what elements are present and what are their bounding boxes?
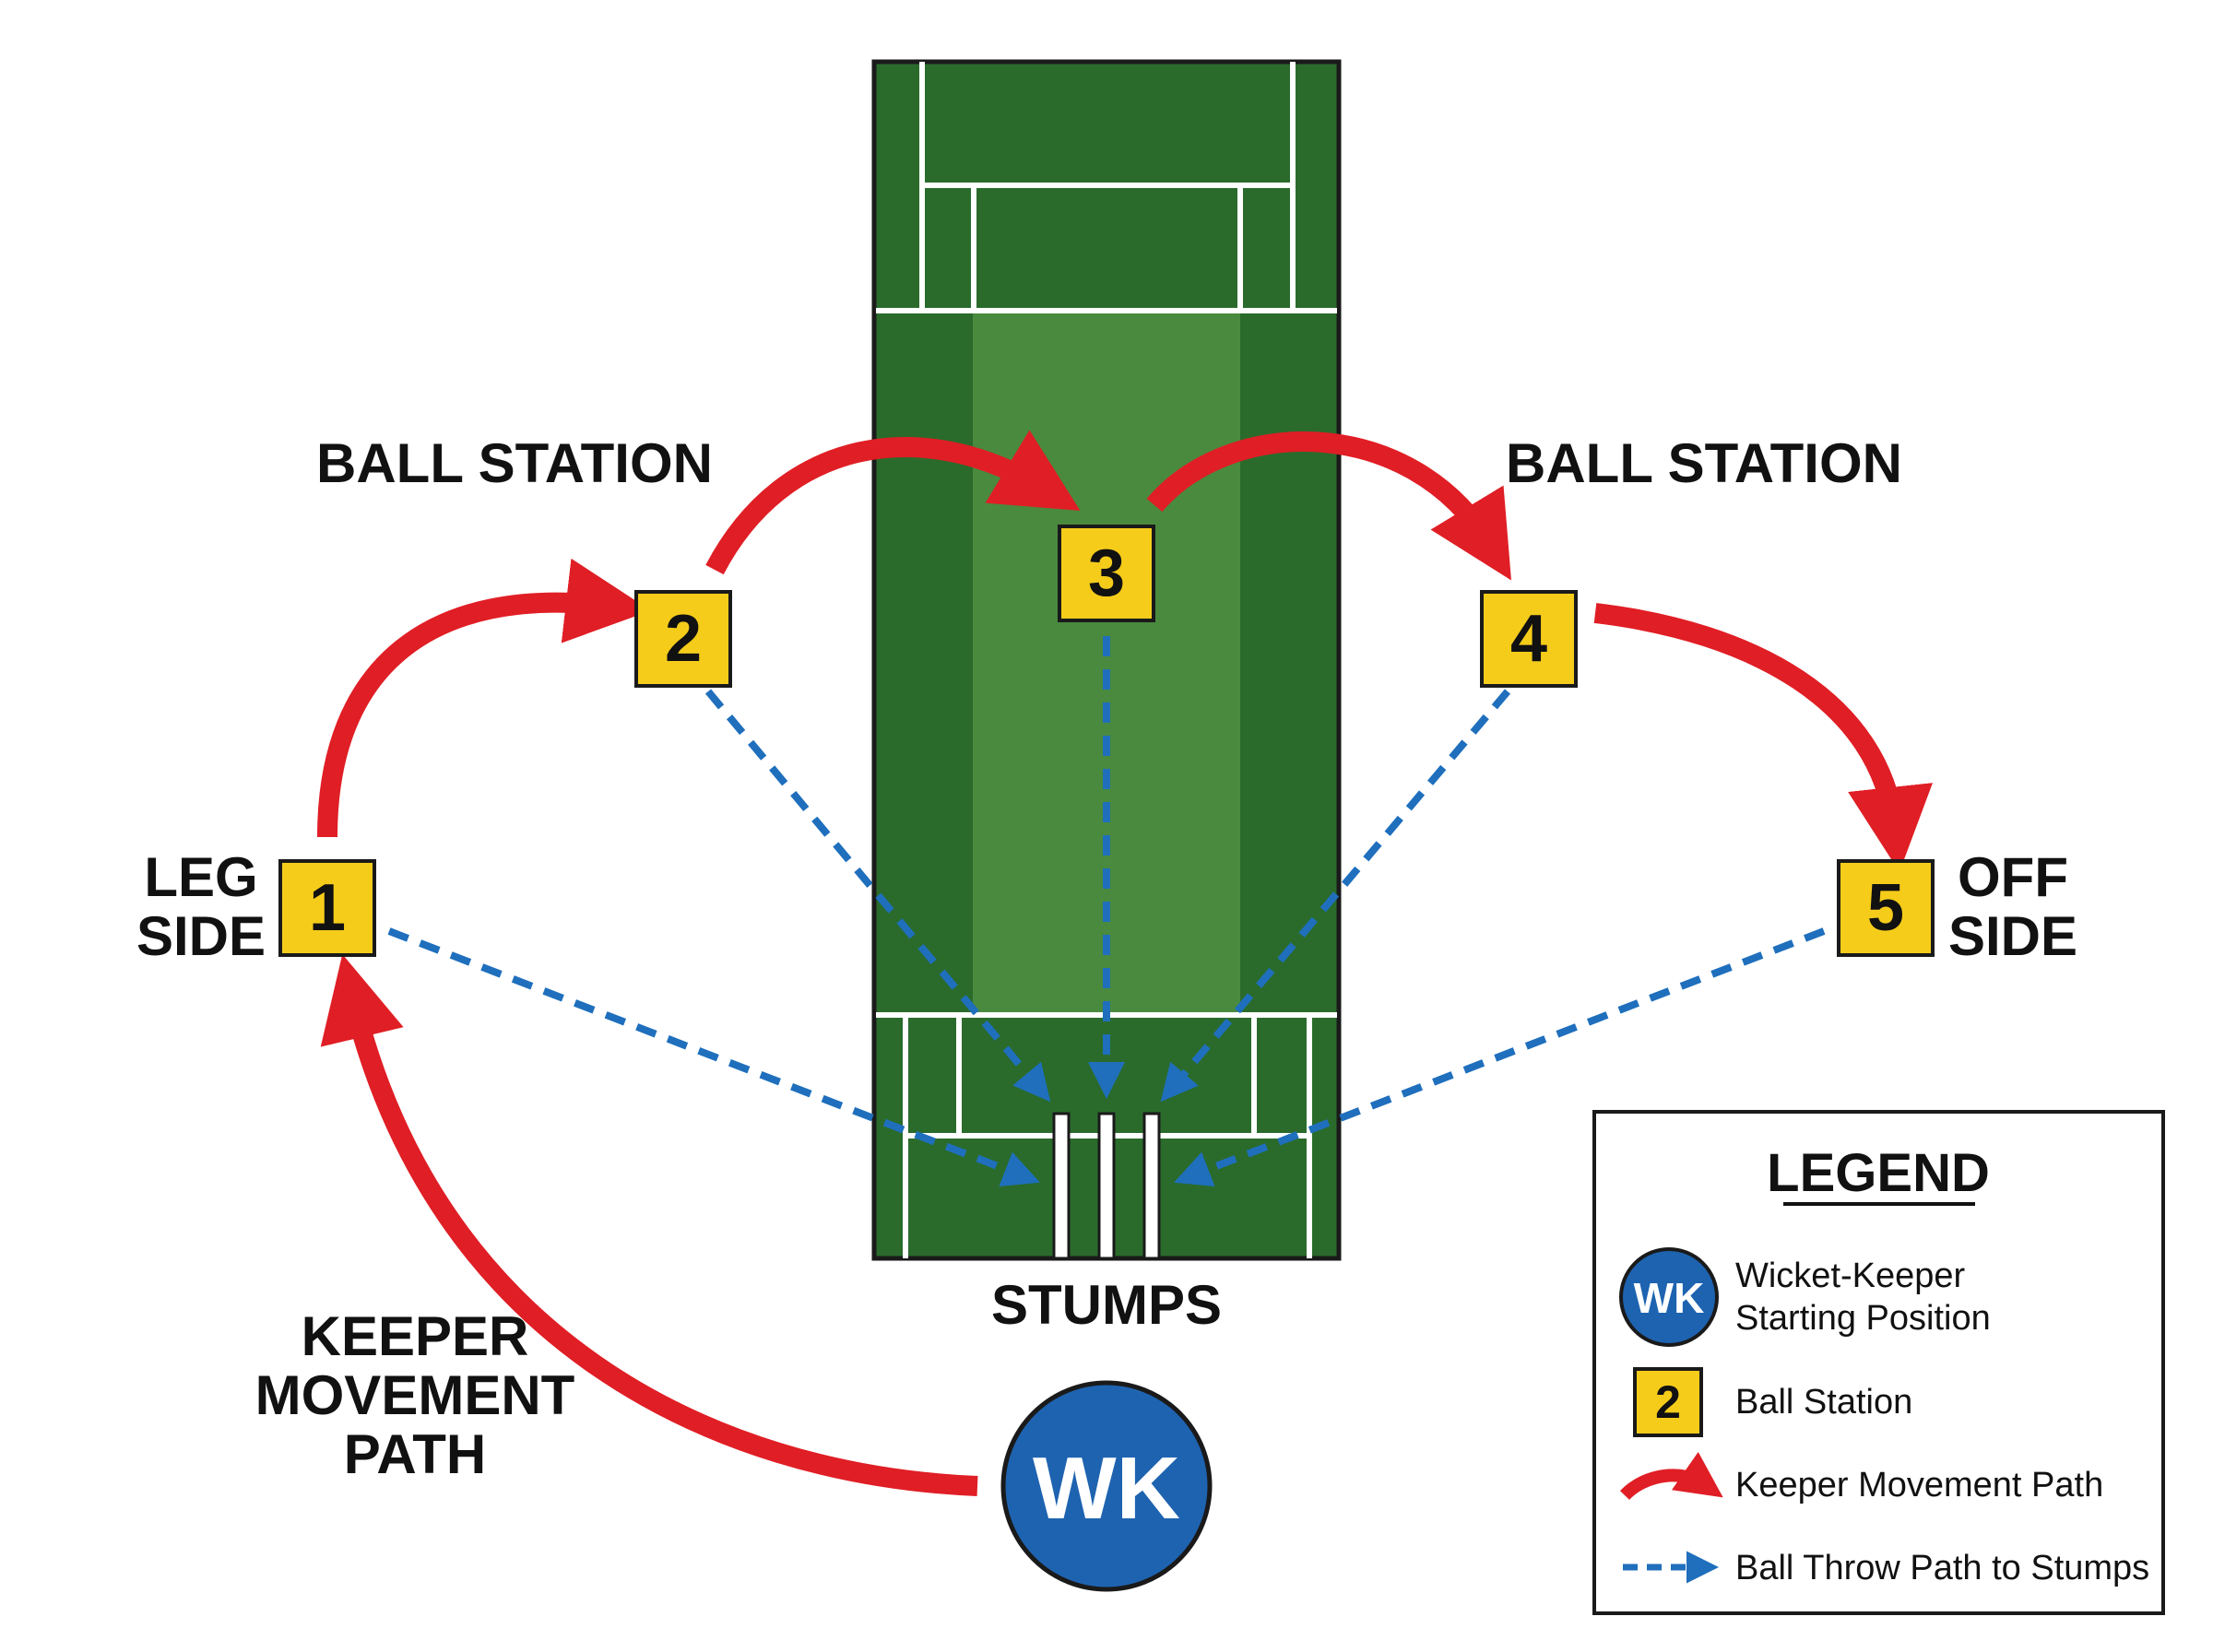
legend-title: LEGEND (1767, 1143, 1990, 1203)
stumps-label: STUMPS (991, 1274, 1222, 1336)
far-end-crease-lines (876, 62, 1337, 313)
throw-path-5 (1174, 927, 1826, 1186)
keeper-path-wk-to-1 (320, 954, 978, 1496)
legend-throw-path-text: Ball Throw Path to Stumps (1735, 1549, 2149, 1587)
off-side-label-line1: OFF (1958, 846, 2068, 908)
legend-wk-text-line2: Starting Position (1735, 1299, 1991, 1338)
leg-side-label-line1: LEG (144, 846, 257, 908)
ball-station-3: 3 (1058, 525, 1155, 622)
throw-path-1 (387, 927, 1040, 1187)
wicket-keeper-start: WK (1000, 1380, 1213, 1592)
keeper-path-3-to-4 (1146, 431, 1512, 581)
ball-station-label-left: BALL STATION (316, 432, 713, 494)
legend-station-text: Ball Station (1735, 1383, 1912, 1422)
keeper-label: WK (1033, 1439, 1180, 1538)
ball-station-4: 4 (1480, 590, 1578, 688)
ball-station-label-right: BALL STATION (1506, 432, 1902, 494)
legend-item-keeper-path: Keeper Movement Path (1619, 1451, 2103, 1504)
station-number: 2 (665, 602, 702, 676)
keeper-path-label-line3: PATH (344, 1423, 486, 1485)
legend-keeper-path-text: Keeper Movement Path (1735, 1466, 2103, 1504)
legend-item-wicket-keeper: WK Wicket-Keeper Starting Position (1619, 1247, 1991, 1347)
keeper-movement-paths (317, 430, 1933, 1496)
legend: LEGEND WK Wicket-Keeper Starting Positio… (1592, 1110, 2165, 1615)
throw-paths (387, 636, 1826, 1187)
keeper-path-4-to-5 (1593, 603, 1933, 872)
ball-station-1: 1 (278, 859, 376, 957)
ball-station-2: 2 (634, 590, 732, 688)
throw-path-4 (1160, 689, 1511, 1103)
keeper-path-label-line1: KEEPER (302, 1305, 529, 1367)
legend-wk-text-line1: Wicket-Keeper (1735, 1257, 1966, 1295)
stumps-graphic (1052, 1112, 1161, 1260)
legend-box (1592, 1110, 2165, 1615)
station-number: 3 (1088, 537, 1125, 610)
legend-wk-icon: WK (1634, 1274, 1705, 1322)
legend-station-icon: 2 (1655, 1376, 1681, 1428)
station-number: 5 (1867, 871, 1904, 945)
legend-item-ball-station: 2 Ball Station (1633, 1367, 1912, 1437)
throw-path-2 (704, 689, 1051, 1103)
station-number: 1 (309, 871, 346, 945)
keeper-path-1-to-2 (317, 558, 651, 838)
station-number: 4 (1510, 602, 1547, 676)
legend-red-arrow-icon (1619, 1451, 1723, 1501)
keeper-path-2-to-3 (705, 430, 1081, 575)
legend-item-throw-path: Ball Throw Path to Stumps (1623, 1549, 2149, 1587)
off-side-label-line2: SIDE (1948, 905, 2077, 967)
ball-station-5: 5 (1837, 859, 1935, 957)
keeper-path-label-line2: MOVEMENT (255, 1364, 575, 1426)
leg-side-label-line2: SIDE (136, 905, 266, 967)
